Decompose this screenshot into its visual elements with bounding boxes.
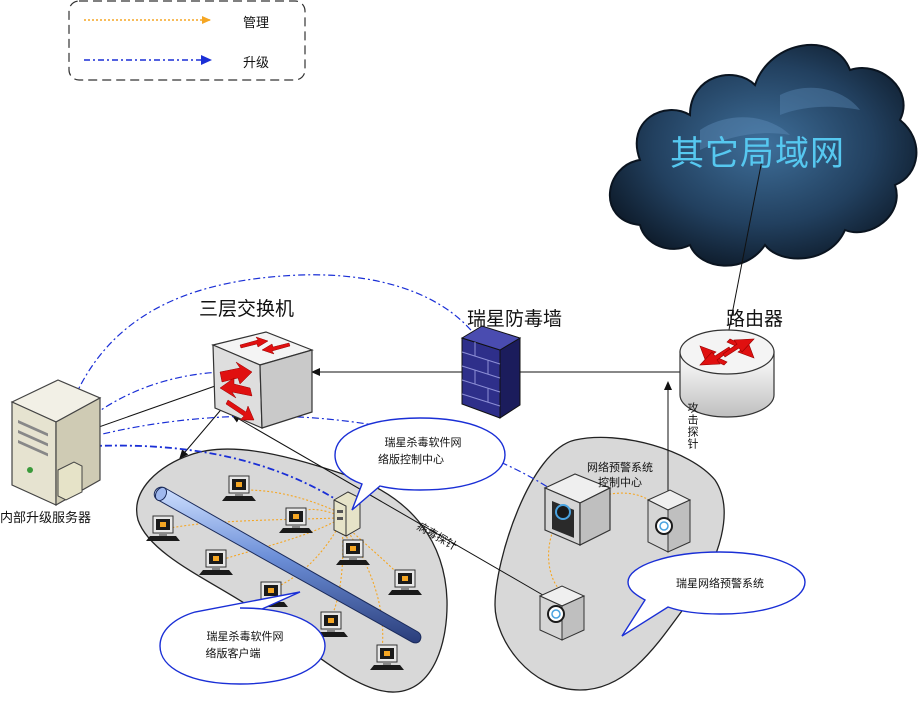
warning-center-line1: 网络预警系统 xyxy=(587,461,653,474)
control-center-line2: 络版控制中心 xyxy=(378,453,444,466)
server-icon xyxy=(10,379,102,507)
firewall-label: 瑞星防毒墙 xyxy=(467,308,563,330)
link-virus-probe xyxy=(231,414,549,599)
virus-probe-icon xyxy=(538,585,586,641)
layer3-switch-icon xyxy=(211,331,314,429)
client-callout-text: 瑞星杀毒软件网 络版客户端 xyxy=(170,628,320,662)
warning-control-server-icon xyxy=(543,473,612,546)
cloud-icon xyxy=(609,44,918,267)
switch-label: 三层交换机 xyxy=(199,298,295,320)
link-switch-lan xyxy=(179,404,226,459)
control-center-server-icon xyxy=(333,491,361,537)
warning-center-label: 网络预警系统 控制中心 xyxy=(565,460,675,490)
warning-system-callout-text: 瑞星网络预警系统 xyxy=(676,577,764,590)
attack-probe-label: 攻击探针 xyxy=(686,402,699,450)
client-line2: 络版客户端 xyxy=(205,647,261,660)
legend-box xyxy=(68,0,306,81)
legend-upgrade-label: 升级 xyxy=(243,56,270,71)
update-server-label: 内部升级服务器 xyxy=(0,511,92,526)
manage-line-warning-probe xyxy=(604,492,661,509)
legend-manage-label: 管理 xyxy=(243,16,270,31)
upgrade-line-firewall xyxy=(59,274,489,441)
lan-backbone xyxy=(153,486,422,644)
upgrade-line-control xyxy=(59,444,347,507)
control-center-line1: 瑞星杀毒软件网 xyxy=(384,436,462,449)
control-center-callout xyxy=(334,417,506,511)
cloud-label: 其它局域网 xyxy=(670,134,845,174)
client-callout xyxy=(159,591,326,685)
router-label: 路由器 xyxy=(726,308,784,330)
firewall-icon xyxy=(460,325,522,419)
link-cloud-router xyxy=(727,159,763,336)
attack-probe-icon xyxy=(646,489,692,553)
client-line1: 瑞星杀毒软件网 xyxy=(206,630,284,643)
router-icon xyxy=(679,329,775,418)
control-center-callout-text: 瑞星杀毒软件网 络版控制中心 xyxy=(348,434,498,468)
warning-system-callout xyxy=(621,551,806,637)
warning-center-line2: 控制中心 xyxy=(598,476,642,489)
